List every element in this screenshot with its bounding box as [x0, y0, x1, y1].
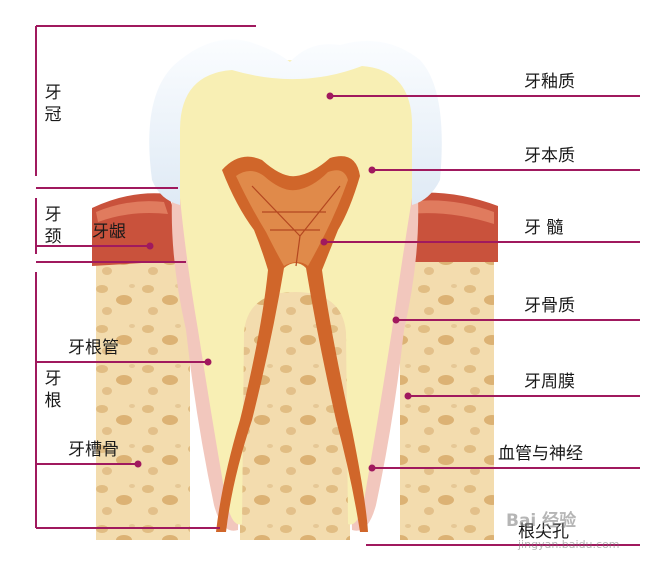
enamel [149, 39, 442, 205]
pulp-inner [236, 170, 348, 266]
label-apical-foramen: 根尖孔 [518, 522, 569, 542]
region-crown: 牙冠 [44, 83, 62, 125]
inter-root-bone [240, 280, 350, 540]
label-cementum: 牙骨质 [524, 296, 575, 316]
watermark-url: jingyan.baidu.com [518, 538, 620, 551]
label-pulp: 牙 髓 [524, 218, 564, 238]
nerve-lines [251, 185, 341, 267]
region-root: 牙根 [44, 369, 62, 411]
leader-lines [35, 25, 640, 546]
label-gingiva: 牙龈 [92, 222, 126, 242]
label-periodontium: 牙周膜 [524, 372, 575, 392]
alveolar-bone [96, 262, 494, 540]
label-alveolar-bone: 牙槽骨 [68, 440, 119, 460]
label-enamel: 牙釉质 [524, 72, 575, 92]
label-vessels-nerves: 血管与神经 [498, 444, 583, 464]
watermark-brand: Bai 经验 [506, 511, 577, 531]
label-dentin: 牙本质 [524, 146, 575, 166]
region-neck: 牙颈 [44, 205, 62, 247]
label-root-canal: 牙根管 [68, 338, 119, 358]
leader-dots [134, 92, 412, 472]
